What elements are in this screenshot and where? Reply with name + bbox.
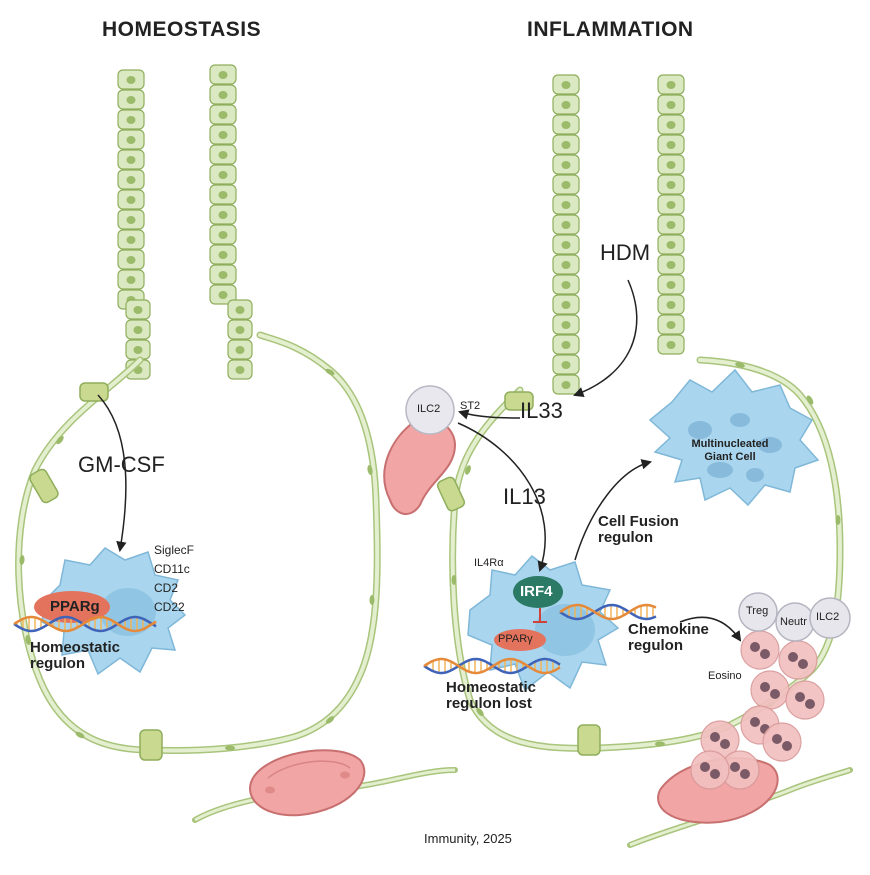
chemokine-arrow	[679, 616, 742, 642]
inflamed-macrophage	[467, 554, 657, 692]
label-homeostatic-regulon: Homeostatic regulon	[30, 639, 121, 672]
il13-arrow	[457, 422, 548, 572]
left-airway-epithelium-left	[117, 69, 151, 380]
left-alveolar-wall	[15, 331, 381, 754]
treg-cell	[738, 592, 778, 632]
marker-cd2: CD2	[154, 581, 179, 595]
marker-cd11c: CD11c	[154, 562, 190, 576]
left-dna-helix	[13, 615, 157, 633]
cell-fusion-arrow	[574, 459, 653, 561]
right-dna-helix	[559, 603, 657, 621]
hdm-arrow	[573, 279, 638, 398]
gm-csf-arrow	[97, 394, 127, 553]
right-alveolus	[436, 74, 844, 756]
marker-cd22: CD22	[154, 600, 185, 614]
label-irf4: IRF4	[520, 583, 553, 600]
left-type2-cell-side	[29, 468, 59, 504]
label-il4ra: IL4Rα	[474, 557, 504, 569]
il33-arrow	[457, 409, 521, 420]
left-ppar-factor	[34, 591, 110, 623]
left-type2-cell-bottom	[139, 729, 163, 761]
title-homeostasis: HOMEOSTASIS	[102, 18, 262, 41]
marker-siglecf: SiglecF	[154, 543, 195, 557]
label-homeostatic-regulon-lost: Homeostatic regulon lost	[446, 679, 537, 712]
left-blood-vessel	[192, 749, 458, 823]
left-airway-epithelium-right	[209, 64, 253, 380]
left-alveolar-macrophage	[13, 547, 187, 676]
multinucleated-giant-cell	[648, 368, 820, 507]
label-il33: IL33	[520, 398, 563, 423]
ilc2-near-vessel	[383, 385, 457, 515]
left-type2-cell-top	[79, 382, 109, 402]
label-pparg: PPARg	[50, 598, 100, 615]
label-gm-csf: GM-CSF	[78, 452, 165, 477]
label-st2: ST2	[460, 400, 481, 412]
label-ilc2-recruited: ILC2	[816, 611, 840, 623]
title-inflammation: INFLAMMATION	[527, 18, 694, 41]
label-neutr: Neutr	[780, 616, 807, 628]
label-il13: IL13	[503, 484, 546, 509]
label-chemokine-regulon: Chemokine regulon	[628, 621, 709, 654]
label-cell-fusion-regulon: Cell Fusion regulon	[598, 513, 679, 546]
citation: Immunity, 2025	[424, 831, 512, 846]
recruited-eosinophils	[690, 630, 825, 790]
label-hdm: HDM	[600, 240, 651, 265]
label-treg: Treg	[746, 605, 769, 617]
irf4-factor	[513, 576, 563, 608]
label-ppargamma: PPARγ	[498, 633, 533, 645]
right-type2-cell-top	[504, 391, 534, 411]
label-multinucleated-giant-cell: Multinucleated Giant Cell	[691, 438, 769, 463]
right-type2-cell-side	[436, 476, 466, 512]
inhibition-mark	[533, 608, 547, 623]
ilc2-cell-recruited	[809, 597, 851, 639]
label-ilc2: ILC2	[417, 403, 441, 415]
ilc2-cell	[405, 385, 455, 435]
right-type2-cell-bottom	[577, 724, 601, 756]
right-ppar-factor	[494, 629, 546, 651]
left-alveolus	[15, 64, 381, 761]
recruited-immune-cells	[738, 592, 851, 642]
right-airway-epithelium-right	[657, 74, 685, 355]
label-eosino: Eosino	[708, 670, 742, 682]
right-airway-epithelium-left	[552, 74, 580, 395]
lost-dna-helix	[423, 657, 561, 675]
